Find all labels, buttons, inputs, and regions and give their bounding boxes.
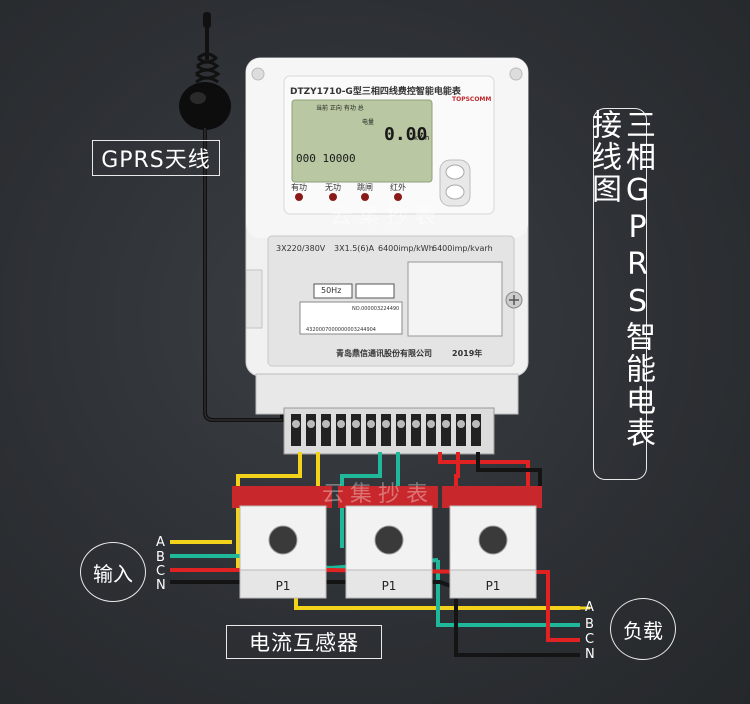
terminal-block xyxy=(291,414,481,446)
meter-brand: TOPSCOMM xyxy=(452,96,492,103)
meter-year: 2019年 xyxy=(452,349,483,358)
terminal-screw xyxy=(442,420,450,428)
barcode xyxy=(302,316,400,326)
lcd-display xyxy=(291,99,433,183)
terminal-screw xyxy=(292,420,300,428)
terminal-slot xyxy=(456,414,466,446)
terminal-screw xyxy=(322,420,330,428)
terminal-slot xyxy=(396,414,406,446)
terminal-screw xyxy=(307,420,315,428)
rating-voltage: 3X220/380V xyxy=(276,244,326,253)
terminal-screw xyxy=(397,420,405,428)
phase-in-b: B xyxy=(156,550,165,565)
current-transformer: P1 xyxy=(338,486,438,599)
phase-in-a: A xyxy=(156,535,165,550)
terminal-screw xyxy=(367,420,375,428)
indicator-3: 跳闸 xyxy=(357,183,373,192)
antenna-label: GPRS天线 xyxy=(92,140,220,176)
load-label: 负载 xyxy=(610,598,676,660)
terminal-screw xyxy=(337,420,345,428)
phase-out-a: A xyxy=(585,600,594,615)
phase-out-n: N xyxy=(585,647,595,662)
antenna-icon xyxy=(179,12,231,130)
terminal-slot xyxy=(441,414,451,446)
terminal-slot xyxy=(411,414,421,446)
terminal-screw xyxy=(472,420,480,428)
indicator-4: 红外 xyxy=(390,183,406,192)
current-transformers: P1 P1 P1 xyxy=(232,486,542,599)
terminal-slot xyxy=(381,414,391,446)
ct-terminal-label: P1 xyxy=(276,579,291,593)
terminal-slot xyxy=(471,414,481,446)
lcd-energy-label: 电量 xyxy=(362,119,375,126)
indicator-1: 有功 xyxy=(291,183,307,192)
lcd-small: 000 10000 xyxy=(296,152,356,165)
terminal-screw xyxy=(412,420,420,428)
current-transformer: P1 xyxy=(442,486,542,599)
ct-terminal-label: P1 xyxy=(486,579,501,593)
barcode-number: 4320007000000003244904 xyxy=(306,327,376,333)
diagram-title: 三相GPRS智能电表接线图 xyxy=(586,108,655,480)
rating-current: 3X1.5(6)A xyxy=(334,244,375,253)
ct-label: 电流互感器 xyxy=(226,625,382,659)
ct-terminal-label: P1 xyxy=(382,579,397,593)
lcd-top-text: 当前 正向 有功 总 xyxy=(316,105,364,112)
current-transformer: P1 xyxy=(232,486,332,599)
lcd-value: 0.00 xyxy=(384,124,428,145)
terminal-slot xyxy=(306,414,316,446)
phase-out-c: C xyxy=(585,632,595,647)
meter-serial: NO.000003224490 xyxy=(352,306,400,312)
terminal-slot xyxy=(321,414,331,446)
input-label: 输入 xyxy=(80,542,146,602)
meter-manufacturer: 青岛鼎信通讯股份有限公司 xyxy=(336,349,432,358)
terminal-slot xyxy=(426,414,436,446)
terminal-screw xyxy=(427,420,435,428)
terminal-slot xyxy=(366,414,376,446)
watermark-2: 云集抄表 xyxy=(322,482,435,507)
smart-meter xyxy=(245,57,529,455)
lcd-unit: kWh xyxy=(414,134,430,142)
watermark: 云集抄表 xyxy=(330,204,443,229)
phase-in-n: N xyxy=(156,578,166,593)
indicator-2: 无功 xyxy=(325,183,341,192)
terminal-slot xyxy=(291,414,301,446)
meter-model: DTZY1710-G型三相四线费控智能电能表 xyxy=(290,87,461,97)
terminal-slot xyxy=(351,414,361,446)
terminal-screw xyxy=(457,420,465,428)
rating-imp-kvarh: 6400imp/kvarh xyxy=(432,244,493,253)
terminal-slot xyxy=(336,414,346,446)
phase-out-b: B xyxy=(585,617,594,632)
rating-imp-kwh: 6400imp/kWh xyxy=(378,244,434,253)
terminal-screw xyxy=(352,420,360,428)
rating-frequency: 50Hz xyxy=(321,286,342,295)
terminal-screw xyxy=(382,420,390,428)
phase-in-c: C xyxy=(156,564,166,579)
